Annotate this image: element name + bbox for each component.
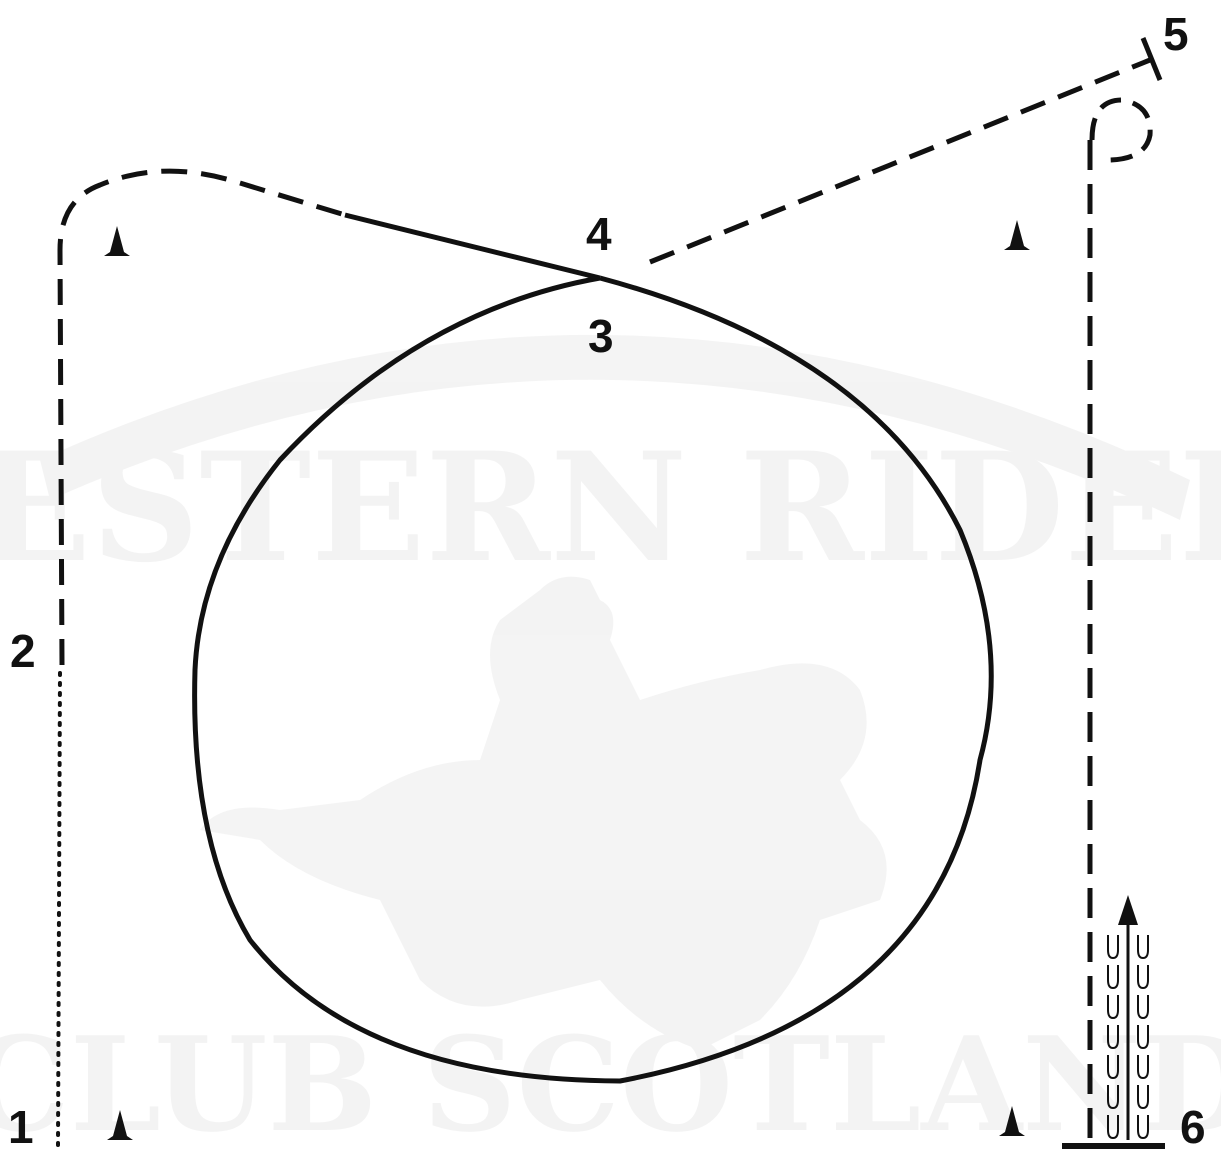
rider-silhouette [200, 577, 887, 1050]
cone-icon [1004, 220, 1030, 250]
watermark-top-text: WESTERN RIDERS [0, 420, 1221, 596]
marker-5-tick [1143, 38, 1160, 80]
marker-1-label: 1 [8, 1101, 34, 1153]
arrow-head [1118, 895, 1138, 925]
marker-4-label: 4 [586, 208, 612, 260]
marker-6-label: 6 [1180, 1101, 1206, 1153]
watermark: WESTERN RIDERS CLUB SCOTLAND [0, 335, 1221, 1153]
lope-diagonal-to-circle [345, 215, 600, 278]
jog-segment-4-to-5 [650, 60, 1150, 262]
turn-circle [1092, 100, 1150, 160]
marker-5-label: 5 [1163, 8, 1189, 60]
marker-3-label: 3 [588, 310, 614, 362]
walk-segment-1-2 [58, 670, 60, 1145]
marker-2-label: 2 [10, 625, 36, 677]
cone-icon [104, 226, 130, 256]
